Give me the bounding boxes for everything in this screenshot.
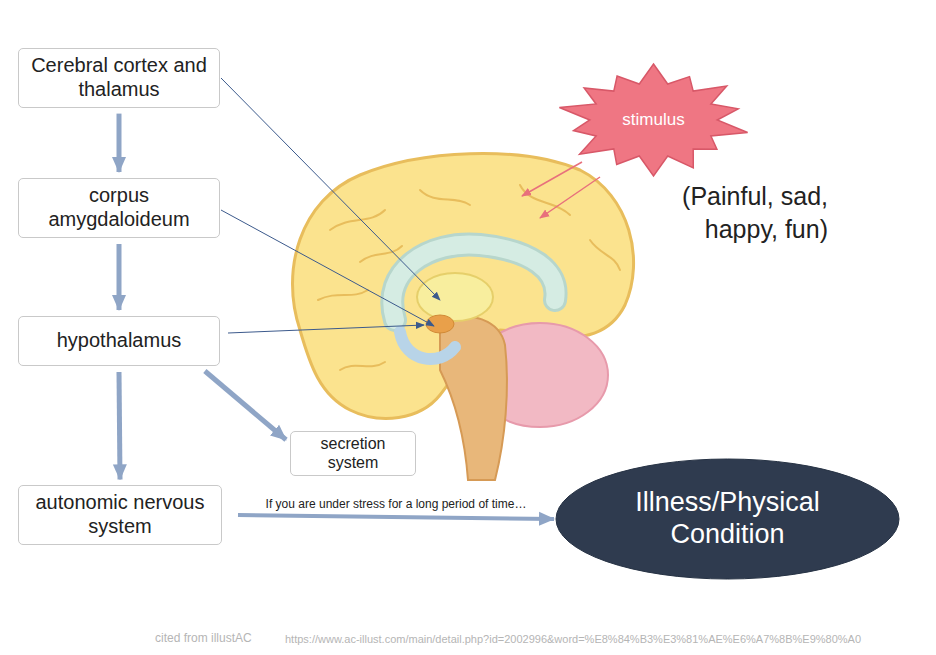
starburst-shape bbox=[559, 64, 747, 176]
gyrus bbox=[520, 185, 570, 215]
edge-label: If you are under stress for a long perio… bbox=[264, 497, 529, 511]
text-block: Cerebral cortex and thalamus bbox=[24, 54, 214, 101]
box-label: autonomic nervous system bbox=[24, 491, 216, 538]
flow-arrow bbox=[238, 515, 554, 519]
text-block: stimulus bbox=[622, 110, 684, 130]
ellipse-label: Illness/Physical Condition bbox=[603, 487, 853, 551]
text-block: corpus amygdaloideum bbox=[24, 184, 214, 231]
flow-arrow bbox=[119, 372, 120, 479]
text-block: secretion system bbox=[294, 435, 412, 473]
text-block: Illness/Physical Condition bbox=[603, 487, 853, 551]
source-url: https://www.ac-illust.com/main/detail.ph… bbox=[285, 632, 861, 646]
gyrus bbox=[330, 210, 385, 230]
box-label: hypothalamus bbox=[57, 329, 182, 353]
burst-label: stimulus bbox=[622, 110, 684, 130]
stimulus-burst: stimulus bbox=[555, 62, 752, 178]
leader-lines bbox=[221, 78, 440, 333]
process-box: corpus amygdaloideum bbox=[18, 178, 220, 238]
gyrus bbox=[360, 246, 402, 262]
process-box: hypothalamus bbox=[18, 316, 220, 366]
ellipse-shape bbox=[556, 459, 899, 579]
gyrus bbox=[340, 362, 385, 370]
stimulus-arrow bbox=[522, 162, 582, 196]
box-label: secretion system bbox=[294, 435, 412, 473]
box-label: Cerebral cortex and thalamus bbox=[24, 54, 214, 101]
gyrus bbox=[590, 240, 620, 270]
credit-note: cited from illustAC bbox=[155, 631, 252, 647]
text-block: autonomic nervous system bbox=[24, 491, 216, 538]
corpus-callosum bbox=[392, 244, 555, 320]
gyrus bbox=[318, 290, 368, 300]
box-label: corpus amygdaloideum bbox=[24, 184, 214, 231]
process-box: secretion system bbox=[290, 431, 416, 477]
gyrus bbox=[420, 190, 470, 205]
flow-arrow bbox=[205, 371, 286, 440]
flow-arrow bbox=[117, 114, 122, 172]
thalamus bbox=[417, 273, 493, 321]
brainstem bbox=[440, 316, 507, 480]
stimulus-arrows bbox=[522, 162, 600, 218]
stimulus-arrow bbox=[540, 177, 600, 218]
leader-line bbox=[228, 325, 424, 333]
hippocampus bbox=[400, 332, 455, 359]
text-block: hypothalamus bbox=[57, 329, 182, 353]
corpus-callosum bbox=[392, 244, 555, 320]
stimulus-examples: (Painful, sad, happy, fun) bbox=[636, 180, 828, 245]
process-box: Cerebral cortex and thalamus bbox=[18, 48, 220, 107]
flow-arrow bbox=[117, 244, 122, 310]
process-box: autonomic nervous system bbox=[18, 485, 222, 544]
leader-line bbox=[221, 78, 440, 300]
leader-line bbox=[221, 210, 434, 326]
outcome-ellipse: Illness/Physical Condition bbox=[555, 458, 900, 580]
